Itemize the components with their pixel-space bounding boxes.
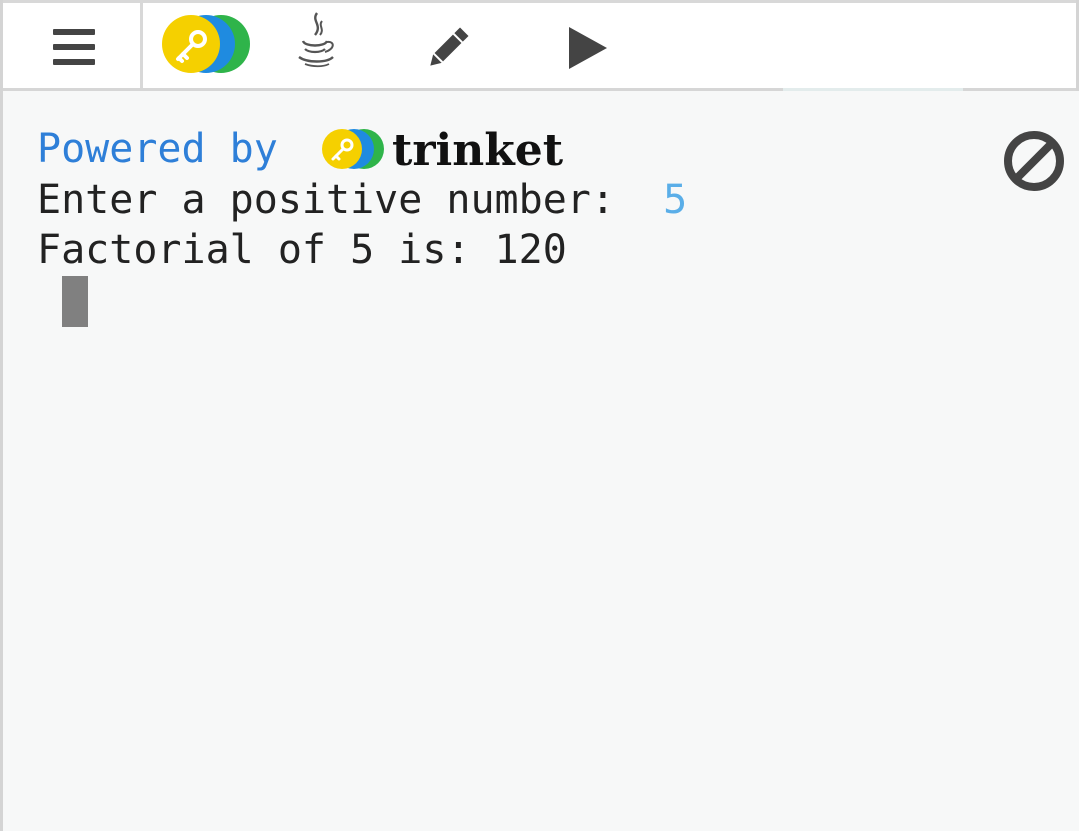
clear-console-icon bbox=[1004, 131, 1064, 191]
toolbar bbox=[3, 0, 1076, 91]
user-input-value: 5 bbox=[663, 177, 688, 223]
menu-button[interactable] bbox=[3, 3, 143, 88]
java-cup-icon bbox=[298, 12, 334, 68]
console-output[interactable]: Powered by trinket Enter a positive numb… bbox=[6, 91, 1079, 831]
trinket-logo-icon bbox=[322, 129, 384, 169]
text-cursor[interactable] bbox=[62, 276, 88, 327]
edit-button[interactable] bbox=[423, 23, 473, 73]
pencil-icon bbox=[430, 27, 469, 66]
trinket-logo-icon bbox=[162, 15, 250, 73]
result-text: Factorial of 5 is: 120 bbox=[37, 227, 567, 273]
java-language-button[interactable] bbox=[291, 11, 341, 69]
trinket-logo-button[interactable] bbox=[160, 13, 252, 75]
toolbar-highlight bbox=[783, 88, 963, 91]
trinket-brand-name[interactable]: trinket bbox=[392, 125, 564, 176]
prompt-text: Enter a positive number: bbox=[37, 177, 664, 223]
clear-console-button[interactable] bbox=[1002, 129, 1066, 193]
play-icon bbox=[569, 27, 607, 69]
prompt-line: Enter a positive number: 5 bbox=[37, 175, 687, 225]
run-button[interactable] bbox=[563, 25, 613, 71]
powered-by-text: Powered by bbox=[37, 126, 278, 172]
